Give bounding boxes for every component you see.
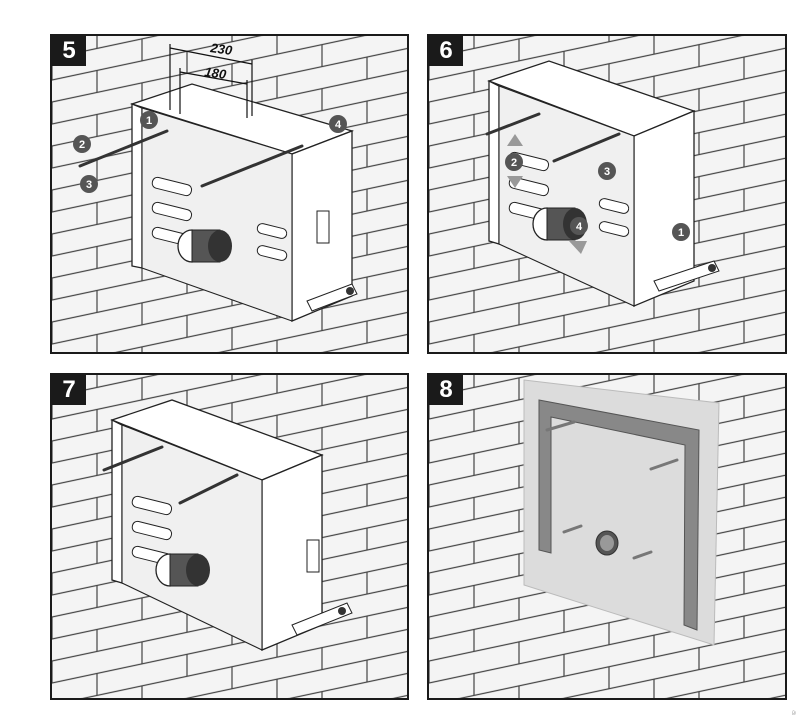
movement-arrows <box>507 134 587 254</box>
step-5-number: 5 <box>52 36 86 66</box>
dimension-230: 230 <box>209 40 234 58</box>
frame-left-side <box>488 79 500 245</box>
step-7-panel: 7 <box>50 373 409 700</box>
step-5-panel: 5 <box>50 34 409 354</box>
step-6-number: 6 <box>429 36 463 66</box>
frame-left-side <box>131 103 143 269</box>
callout-1: 1 <box>678 227 684 239</box>
step-6-illustration: 2 3 4 1 <box>429 36 785 352</box>
step-7-illustration <box>52 375 407 698</box>
dimension-180: 180 <box>204 64 228 82</box>
step-8-illustration <box>429 375 785 698</box>
side-plate <box>306 539 320 573</box>
callout-3: 3 <box>86 179 92 191</box>
callout-markers <box>73 111 347 193</box>
frame-front <box>141 107 293 322</box>
callout-markers <box>505 153 690 241</box>
frame-outline <box>538 399 700 631</box>
callout-3: 3 <box>604 166 610 178</box>
bracket-screw <box>708 264 716 272</box>
callout-2: 2 <box>511 157 517 169</box>
bracket-screw <box>338 607 346 615</box>
drain-pipe <box>155 553 210 587</box>
wall-bracket <box>653 260 720 292</box>
threaded-rods <box>545 420 679 560</box>
wall-bracket <box>291 602 353 636</box>
step-8-number: 8 <box>429 375 463 405</box>
frame-slots <box>151 176 288 261</box>
frame-left-side <box>111 418 123 584</box>
step-8-panel: 8 <box>427 373 787 700</box>
finished-wall-panel <box>523 379 720 646</box>
threaded-rods <box>485 112 621 163</box>
side-plate <box>316 210 330 244</box>
copyright-note: © <box>792 710 798 715</box>
callout-4: 4 <box>576 221 583 233</box>
wall-bracket <box>306 283 358 312</box>
bracket-screw <box>346 287 354 295</box>
step-7-number: 7 <box>52 375 86 405</box>
threaded-rods <box>102 445 239 505</box>
callout-4: 4 <box>335 119 342 131</box>
drain-pipe <box>595 530 619 556</box>
threaded-rods <box>78 129 304 188</box>
step-5-illustration: 230 180 1 2 3 4 <box>52 36 407 352</box>
dimension-lines <box>169 44 253 118</box>
step-6-panel: 6 <box>427 34 787 354</box>
callout-1: 1 <box>146 115 152 127</box>
callout-2: 2 <box>79 139 85 151</box>
drain-pipe <box>177 229 232 263</box>
